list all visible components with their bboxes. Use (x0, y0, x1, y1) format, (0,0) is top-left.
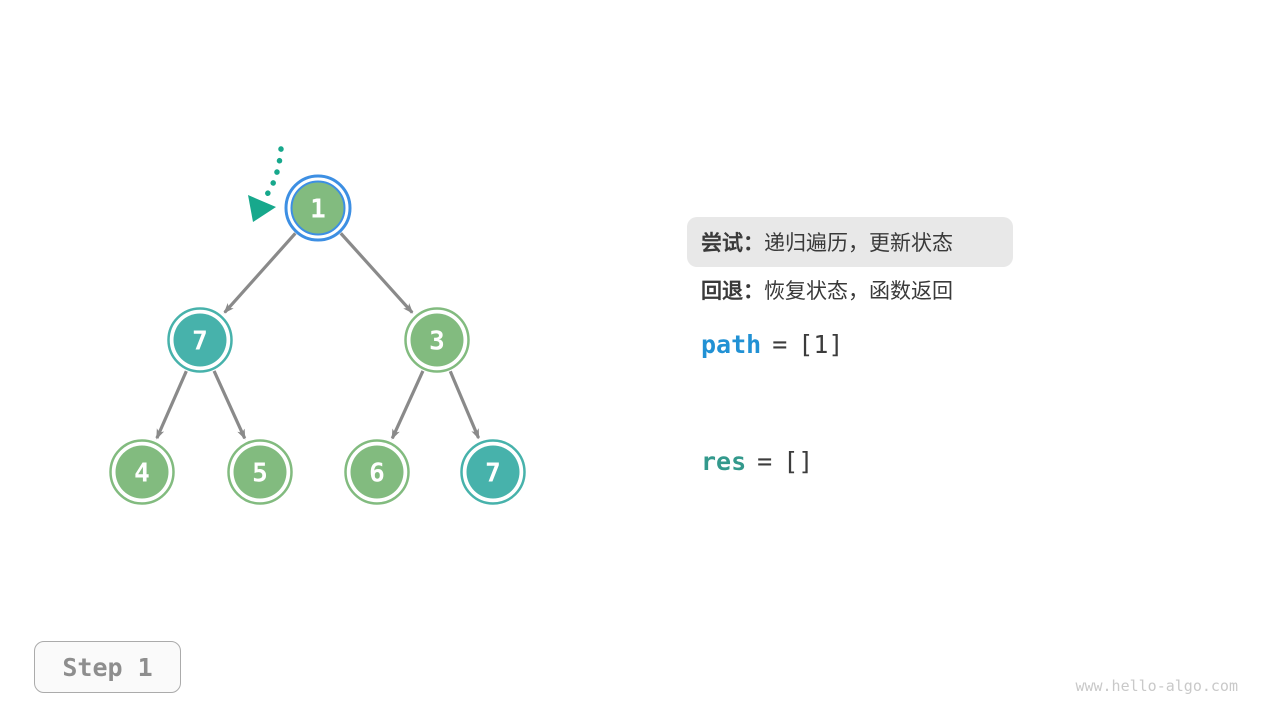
tree-edge-n3-n6 (390, 370, 425, 440)
tree-edge-n7l-n5 (212, 370, 247, 440)
tree-node-label: 6 (369, 459, 385, 489)
tree-node-7: 7 (167, 307, 233, 373)
tree-edge-n1-n7l (223, 232, 297, 314)
tree-node-label: 1 (310, 195, 326, 225)
tree-node-4: 4 (109, 439, 175, 505)
path-variable-line: path = [1] (701, 330, 843, 359)
tree-edge-n7l-n4 (155, 370, 188, 440)
pointer-dotted-path (259, 146, 284, 204)
step-badge: Step 1 (34, 641, 181, 693)
res-equals-sign: = (757, 447, 773, 476)
step-label: Step 1 (62, 652, 153, 682)
path-value: [1] (798, 330, 844, 359)
backtrack-line: 回退：恢复状态，函数返回 (701, 279, 953, 304)
tree-node-label: 7 (192, 327, 208, 357)
tree-node-label: 4 (134, 459, 150, 489)
tree-node-6: 6 (344, 439, 410, 505)
res-variable-name: res (701, 447, 747, 476)
tree-node-7: 7 (460, 439, 526, 505)
pointer-arrowhead-icon (248, 195, 276, 222)
tree-edge-n3-n7r (448, 370, 481, 440)
tree-edge-n1-n3 (339, 232, 414, 314)
tree-node-label: 7 (485, 459, 501, 489)
res-variable-line: res = [] (701, 447, 813, 476)
tree-node-label: 5 (252, 459, 268, 489)
path-variable-name: path (701, 330, 762, 359)
tree-node-5: 5 (227, 439, 293, 505)
tree-node-label: 3 (429, 327, 445, 357)
path-equals-sign: = (772, 330, 788, 359)
tree-node-3: 3 (404, 307, 470, 373)
res-value: [] (783, 447, 814, 476)
tree-node-1: 1 (284, 174, 352, 242)
backtrack-label: 回退： (701, 279, 764, 303)
watermark: www.hello-algo.com (1075, 677, 1238, 695)
try-label: 尝试： (701, 231, 764, 255)
try-text: 递归遍历，更新状态 (764, 231, 953, 255)
try-callout: 尝试：递归遍历，更新状态 (687, 217, 1013, 267)
backtrack-text: 恢复状态，函数返回 (764, 279, 953, 303)
